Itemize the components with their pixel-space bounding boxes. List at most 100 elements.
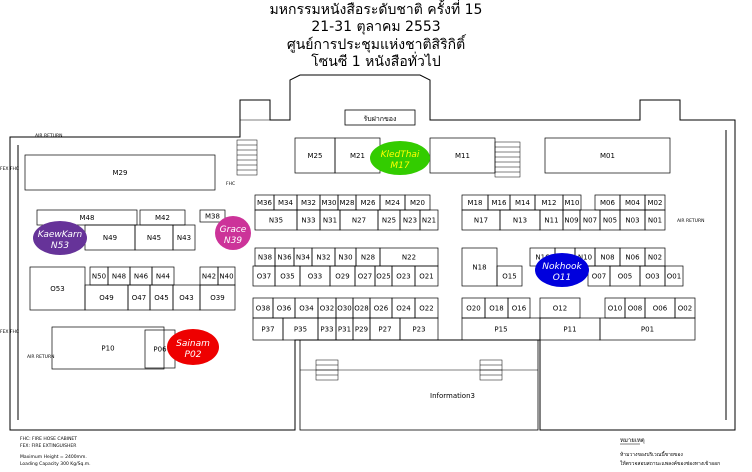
booth-label-n31: N31 (323, 217, 337, 225)
booth-label-p01: P01 (641, 326, 654, 334)
booth-label-p29: P29 (355, 326, 368, 334)
booth-label-p06: P06 (153, 346, 167, 354)
highlight-name-kledthai: KledThai (381, 150, 420, 160)
booth-label-m21: M21 (350, 152, 365, 160)
booth-label-o21: O21 (419, 273, 433, 281)
booth-label-p27: P27 (378, 326, 391, 334)
legend-title: หมายเหตุ (620, 437, 645, 444)
fhc-label: FHC (226, 181, 235, 187)
booth-label-o39: O39 (210, 294, 224, 302)
booth-label-m26: M26 (361, 199, 376, 207)
booth-label-n32: N32 (316, 254, 330, 262)
venue-name: ศูนย์การประชุมแห่งชาติสิริกิติ์ (286, 37, 466, 53)
booth-label-m48: M48 (80, 214, 95, 222)
booth-label-n38: N38 (258, 254, 272, 262)
booth-label-m14: M14 (515, 199, 530, 207)
booth-label-o37: O37 (257, 273, 271, 281)
booth-label-o05: O05 (618, 273, 632, 281)
booth-label-m06: M06 (600, 199, 615, 207)
highlight-name-nokhook: Nokhook (542, 262, 582, 272)
entrance-label: รับฝากของ (364, 115, 397, 123)
highlight-name-grace: Grace (220, 225, 247, 235)
booth-label-n18: N18 (472, 264, 486, 272)
booth-label-o34: O34 (299, 305, 314, 313)
booth-label-m02: M02 (648, 199, 663, 207)
booth-label-m28: M28 (340, 199, 355, 207)
information-label: Information3 (430, 392, 475, 400)
booth-label-n05: N05 (603, 217, 617, 225)
booth-label-n34: N34 (296, 254, 311, 262)
booth-label-o35: O35 (280, 273, 294, 281)
booth-label-n46: N46 (134, 273, 149, 281)
highlight-oval-nokhook (535, 253, 589, 287)
highlight-code-kledthai: M17 (390, 161, 409, 171)
booth-label-n02: N02 (648, 254, 662, 262)
booth-label-n33: N33 (301, 217, 315, 225)
highlight-code-nokhook: O11 (553, 273, 572, 283)
booth-label-m34: M34 (278, 199, 293, 207)
booth-p10 (51, 326, 165, 370)
booth-label-o32: O32 (320, 305, 334, 313)
highlight-code-grace: N39 (224, 236, 242, 246)
booth-label-m12: M12 (542, 199, 557, 207)
booth-p37 (252, 317, 284, 341)
booth-label-m11: M11 (455, 152, 470, 160)
booth-label-m25: M25 (308, 152, 323, 160)
booth-label-o08: O08 (628, 305, 642, 313)
booth-label-n10: N10 (578, 254, 592, 262)
booth-label-p35: P35 (294, 326, 307, 334)
booth-m38 (199, 209, 226, 223)
booth-label-n28: N28 (361, 254, 375, 262)
booth-label-o29: O29 (335, 273, 349, 281)
highlight-code-sainam: P02 (185, 350, 202, 360)
booth-label-o24: O24 (396, 305, 411, 313)
booth-label-n35: N35 (269, 217, 283, 225)
booth-label-m24: M24 (385, 199, 400, 207)
booth-label-p23: P23 (412, 326, 425, 334)
booth-label-o23: O23 (396, 273, 410, 281)
booth-label-o53: O53 (50, 285, 64, 293)
event-dates: 21-31 ตุลาคม 2553 (311, 19, 441, 35)
booth-label-o20: O20 (466, 305, 480, 313)
booth-o15 (496, 265, 523, 287)
booth-label-n22: N22 (402, 254, 416, 262)
air-return-label-1: AIR RETURN (35, 133, 62, 139)
note-1: FHC: FIRE HOSE CABINET (20, 436, 77, 442)
air-return-label-3: AIR RETURN (677, 218, 704, 224)
booth-label-o03: O03 (645, 273, 659, 281)
booth-label-p11: P11 (563, 326, 576, 334)
booth-n35 (254, 209, 298, 231)
booth-label-m10: M10 (565, 199, 580, 207)
booth-label-n45: N45 (147, 234, 161, 242)
booth-label-n50: N50 (92, 273, 106, 281)
fex-fhc-label-1: FEX FHC (0, 166, 19, 172)
booth-label-o47: O47 (132, 294, 146, 302)
fex-fhc-label-2: FEX FHC (0, 329, 19, 335)
booth-label-o38: O38 (256, 305, 270, 313)
booth-label-m38: M38 (205, 213, 220, 221)
booth-label-m29: M29 (113, 169, 128, 177)
booth-label-o43: O43 (179, 294, 193, 302)
booth-label-o25: O25 (376, 273, 390, 281)
booth-label-n09: N09 (564, 217, 578, 225)
booth-m29 (24, 154, 216, 191)
booth-label-n03: N03 (625, 217, 639, 225)
note-4: Loading Capacity 300 Kg/Sq.m. (20, 461, 91, 467)
booth-label-m30: M30 (322, 199, 337, 207)
booth-label-n30: N30 (338, 254, 352, 262)
highlight-oval-grace (215, 216, 251, 250)
booth-label-n17: N17 (474, 217, 488, 225)
booth-label-o49: O49 (99, 294, 113, 302)
booth-label-o16: O16 (512, 305, 527, 313)
note-3: Maximum Height = 2400mm. (20, 454, 87, 460)
booth-label-o33: O33 (308, 273, 322, 281)
booth-label-n36: N36 (277, 254, 292, 262)
booth-o53 (29, 266, 86, 311)
booth-label-n25: N25 (382, 217, 396, 225)
booth-m25 (294, 137, 336, 174)
